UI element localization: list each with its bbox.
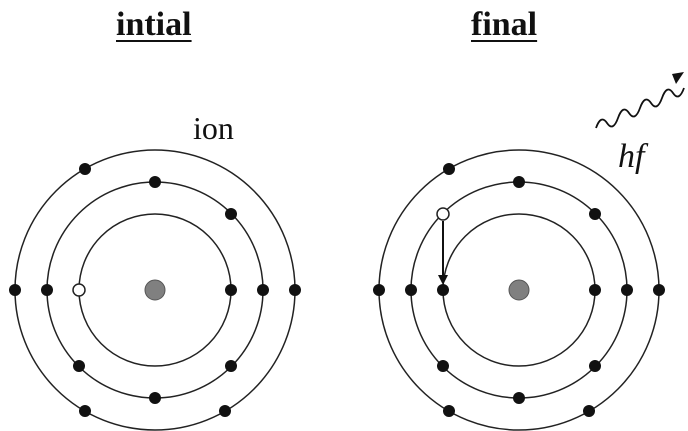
initial-middle-electron (257, 284, 269, 296)
initial-inner-vacancy (72, 283, 86, 297)
final-middle-electron (621, 284, 633, 296)
final-middle-electron (589, 360, 601, 372)
initial-middle-electron (73, 360, 85, 372)
emitted-photon (595, 72, 685, 129)
photon-arrowhead (672, 72, 684, 84)
initial-outer-electron (79, 163, 91, 175)
final-middle-electron (513, 392, 525, 404)
initial-middle-electron (225, 360, 237, 372)
photon-energy-label: hf (618, 138, 645, 175)
final-middle-electron (437, 360, 449, 372)
initial-middle-electron (149, 392, 161, 404)
final-outer-electron (653, 284, 665, 296)
final-middle-vacancy (436, 207, 450, 221)
initial-atom (9, 149, 301, 431)
initial-outer-electron (219, 405, 231, 417)
photon-wave (595, 87, 685, 129)
initial-nucleus (144, 279, 166, 301)
final-middle-electron (589, 208, 601, 220)
final-middle-electron (513, 176, 525, 188)
ion-label: ion (193, 110, 234, 146)
initial-outer-electron (79, 405, 91, 417)
final-nucleus (508, 279, 530, 301)
initial-middle-electron (225, 208, 237, 220)
final-outer-electron (373, 284, 385, 296)
initial-middle-electron (149, 176, 161, 188)
final-atom (373, 149, 665, 431)
initial-state-title: intial (116, 6, 192, 43)
final-inner-electron (437, 284, 449, 296)
final-inner-electron (589, 284, 601, 296)
final-outer-electron (583, 405, 595, 417)
initial-outer-electron (289, 284, 301, 296)
final-outer-electron (443, 405, 455, 417)
final-outer-electron (443, 163, 455, 175)
initial-middle-electron (41, 284, 53, 296)
initial-outer-electron (9, 284, 21, 296)
final-state-title: final (471, 6, 538, 43)
final-middle-electron (405, 284, 417, 296)
initial-inner-electron (225, 284, 237, 296)
